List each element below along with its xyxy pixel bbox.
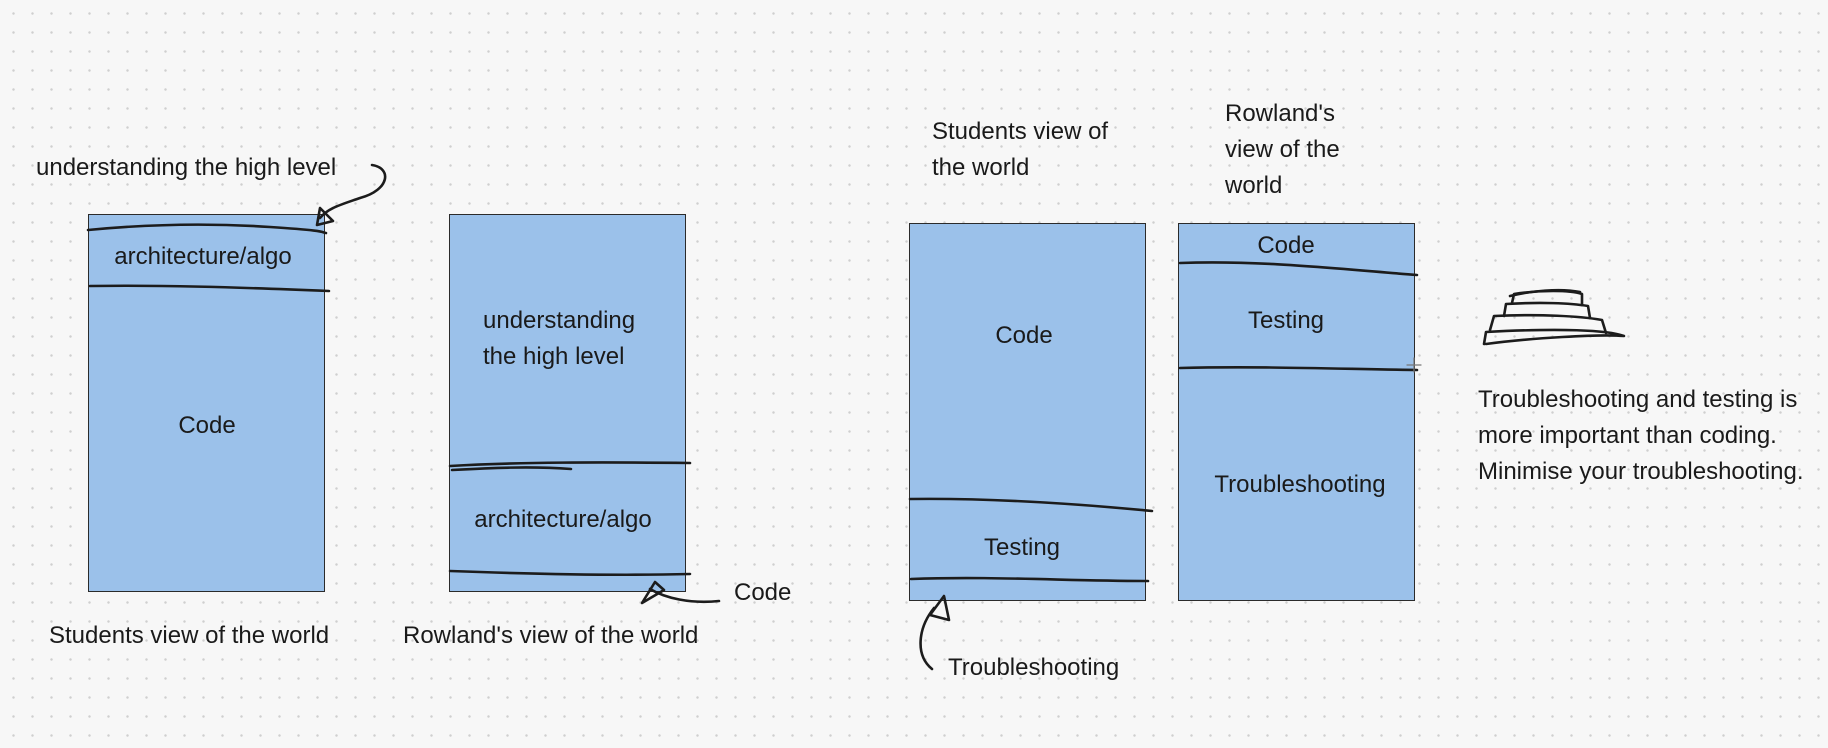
diagram-3-callout-arrowhead xyxy=(928,594,951,622)
diagram-2-layer-architecture: architecture/algo xyxy=(474,506,652,533)
diagram-4-layer-code: Code xyxy=(1257,232,1315,259)
diagram-4-layer-testing: Testing xyxy=(1247,307,1325,334)
pyramid-doodle-layer-3 xyxy=(1502,301,1592,320)
conclusion-note: Troubleshooting and testing is more impo… xyxy=(1478,386,1804,485)
diagram-3-divider-bottom xyxy=(909,576,1150,583)
pyramid-doodle-layer-2 xyxy=(1488,313,1608,335)
diagram-2-callout-arrowhead xyxy=(640,580,666,605)
diagram-1-layer-code: Code xyxy=(178,412,236,439)
diagram-3-layer-code: Code xyxy=(995,322,1053,349)
diagram-4-layer-troubleshooting: Troubleshooting xyxy=(1214,471,1386,498)
diagram-1-divider-top xyxy=(86,223,328,235)
diagram-3-callout-arrow xyxy=(919,606,936,671)
diagram-1-caption: Students view of the world xyxy=(49,622,330,649)
pyramid-doodle-base xyxy=(1482,328,1626,346)
diagram-1-box xyxy=(88,214,325,592)
diagram-4-divider-top xyxy=(1178,261,1419,277)
pyramid-doodle-top xyxy=(1508,288,1582,298)
diagram-3-divider-top xyxy=(908,497,1154,513)
diagram-2-divider-bottom xyxy=(448,569,692,577)
diagram-2-layer-high-level: understanding the high level xyxy=(483,307,636,370)
diagram-1-callout-arrow xyxy=(318,163,387,220)
diagram-2-box xyxy=(449,214,686,592)
diagram-3-callout-label: Troubleshooting xyxy=(948,654,1120,681)
diagram-4-divider-bottom xyxy=(1178,366,1419,372)
diagram-3-box xyxy=(909,223,1146,601)
diagram-3-layer-testing: Testing xyxy=(983,534,1061,561)
diagram-3-caption: Students view of the world xyxy=(932,118,1109,181)
cursor-crosshair xyxy=(1406,357,1422,373)
diagram-1-layer-architecture: architecture/algo xyxy=(114,243,292,270)
diagram-2-divider-top-scribble xyxy=(450,466,573,472)
diagram-2-callout-arrow xyxy=(648,587,721,604)
diagram-4-caption: Rowland's view of the world xyxy=(1225,100,1340,199)
diagram-1-callout-arrowhead xyxy=(315,206,335,227)
diagram-2-caption: Rowland's view of the world xyxy=(403,622,699,649)
diagram-2-callout-label: Code xyxy=(734,579,792,606)
diagram-1-divider-bottom xyxy=(88,284,331,293)
diagram-2-divider-top xyxy=(448,461,692,468)
diagram-1-callout-label: understanding the high level xyxy=(36,154,337,181)
diagram-4-box xyxy=(1178,223,1415,601)
